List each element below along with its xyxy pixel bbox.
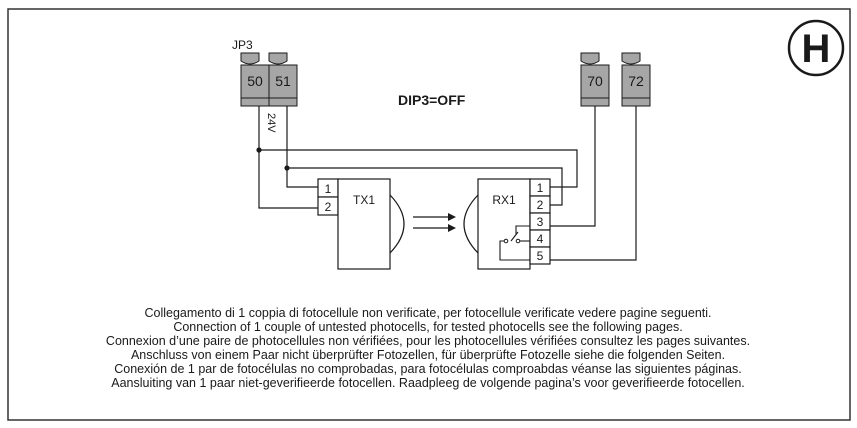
wire-51-to-tx-pin1 (286, 106, 318, 188)
terminal-70-label: 70 (587, 73, 603, 89)
rx-lens (463, 194, 479, 254)
caption-line: Conexión de 1 par de fotocélulas no comp… (114, 362, 741, 376)
badge-letter: H (802, 27, 831, 71)
dip-setting-label: DIP3=OFF (398, 92, 466, 108)
wire-51-to-rx-pin2 (287, 167, 563, 206)
wiring (258, 106, 637, 261)
caption-line: Anschluss von einem Paar nicht überprüft… (131, 348, 725, 362)
diagram-frame (7, 8, 851, 421)
connector-group-label: JP3 (232, 38, 253, 52)
caption-line: Aansluiting van 1 paar niet-geverifieerd… (111, 376, 745, 390)
rx-pin-2: 2 (537, 198, 544, 212)
tx-pin-1: 1 (325, 182, 332, 196)
rx-pin-1: 1 (537, 181, 544, 195)
caption: Collegamento di 1 coppia di fotocellule … (106, 306, 750, 390)
relay-contact-dot (515, 238, 521, 244)
terminal-50-label: 50 (247, 73, 263, 89)
transmitter-tx1: 1 2 TX1 (317, 178, 405, 270)
voltage-label: 24V (265, 113, 277, 133)
junction-dot (284, 165, 290, 171)
tx-name: TX1 (353, 193, 375, 207)
badge-circle (787, 19, 845, 77)
wire-72-to-rx-pin5 (550, 106, 637, 261)
terminal-51: 51 (268, 52, 298, 107)
receiver-rx1: RX1 1 2 3 4 5 (463, 178, 551, 270)
caption-line: Collegamento di 1 coppia di fotocellule … (144, 306, 711, 320)
wire-50-to-rx-pin1 (259, 149, 578, 188)
caption-line: Connexion d’une paire de photocellules n… (106, 334, 750, 348)
section-badge: H (787, 19, 845, 77)
rx-pin-4: 4 (537, 232, 544, 246)
terminal-72-label: 72 (628, 73, 644, 89)
rx-pin-3: 3 (537, 215, 544, 229)
beam-arrows (413, 213, 456, 232)
wire-50-to-tx-pin2 (258, 106, 318, 209)
rx-name: RX1 (492, 193, 516, 207)
rx-pin-5: 5 (537, 249, 544, 263)
tx-lens (389, 194, 405, 254)
terminal-70: 70 (580, 52, 610, 107)
relay-contact-dot (503, 238, 509, 244)
junction-dot (256, 147, 262, 153)
wire-70-to-rx-pin3 (550, 106, 596, 227)
tx-pin-2: 2 (325, 200, 332, 214)
terminal-51-label: 51 (275, 73, 291, 89)
caption-line: Connection of 1 couple of untested photo… (173, 320, 682, 334)
